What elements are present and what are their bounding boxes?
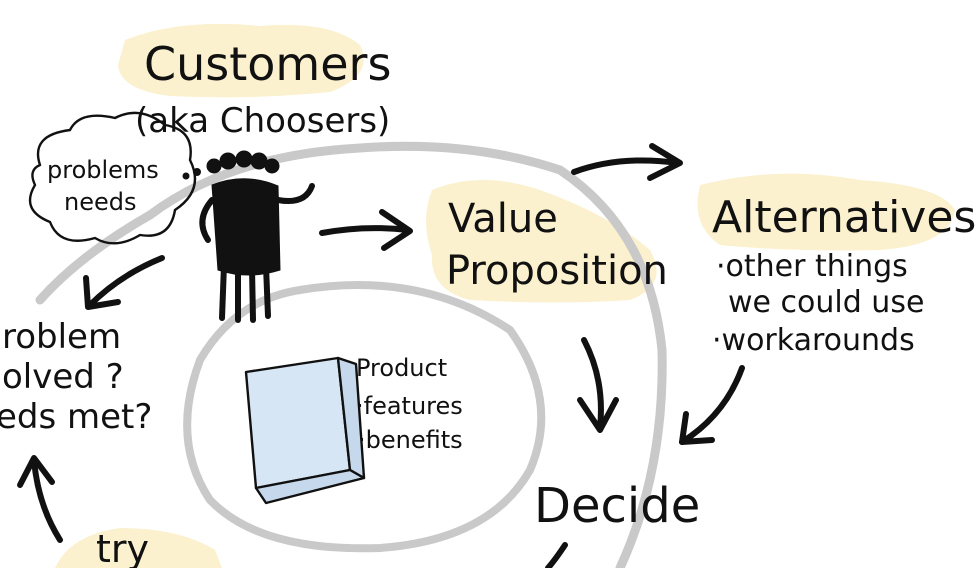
product-benefits: ·benefits (358, 426, 463, 454)
product-box (244, 356, 366, 505)
labels: Customers (aka Choosers) problems needs … (0, 37, 976, 568)
alternatives-item-1b: we could use (728, 285, 924, 320)
legs (219, 262, 271, 323)
right-arm (275, 183, 315, 204)
alternatives-item-1: ·other things (716, 249, 908, 284)
customers-subtitle: (aka Choosers) (135, 101, 390, 141)
outer-ring (145, 141, 667, 568)
arrow-value-to-decide (577, 337, 619, 433)
value-label: Value (448, 196, 558, 242)
outer-ring-left (35, 210, 155, 305)
highlights (55, 23, 955, 568)
person-figure (199, 150, 315, 323)
body (211, 178, 281, 276)
problem-line-3: eds met? (0, 397, 152, 437)
cloud-dots (182, 168, 201, 180)
customers-title: Customers (144, 37, 391, 91)
left-arm (199, 197, 215, 243)
cloud-problems: problems (47, 156, 159, 184)
alternatives-highlight (697, 173, 955, 251)
proposition-label: Proposition (446, 248, 668, 294)
cloud-needs: needs (64, 188, 136, 216)
inner-ring (183, 281, 546, 553)
product-features: ·features (356, 392, 463, 420)
arrow-value-to-alternatives (571, 143, 683, 181)
head-bump (206, 158, 222, 174)
problem-line-2: olved ? (2, 357, 124, 397)
box-bottom (254, 468, 366, 505)
arrow-customer-to-problem (83, 255, 165, 310)
arrow-customer-to-value (319, 209, 413, 251)
arrow-decide-down (545, 542, 568, 568)
arrow-alternatives-to-decide (679, 365, 745, 445)
alternatives-item-2: ·workarounds (712, 323, 915, 358)
decide-label: Decide (534, 478, 700, 534)
value-proposition-highlight (426, 180, 657, 303)
box-front (244, 356, 352, 490)
rings (35, 141, 667, 568)
arrow-try-to-problem (17, 455, 63, 543)
arrows (17, 143, 745, 568)
customers-highlight (118, 23, 364, 98)
problem-line-1: roblem (2, 317, 121, 357)
thought-cloud (28, 111, 197, 245)
try-highlight (55, 528, 222, 568)
alternatives-title: Alternatives (712, 192, 976, 243)
try-label: try (96, 527, 149, 568)
product-title: Product (356, 354, 447, 382)
